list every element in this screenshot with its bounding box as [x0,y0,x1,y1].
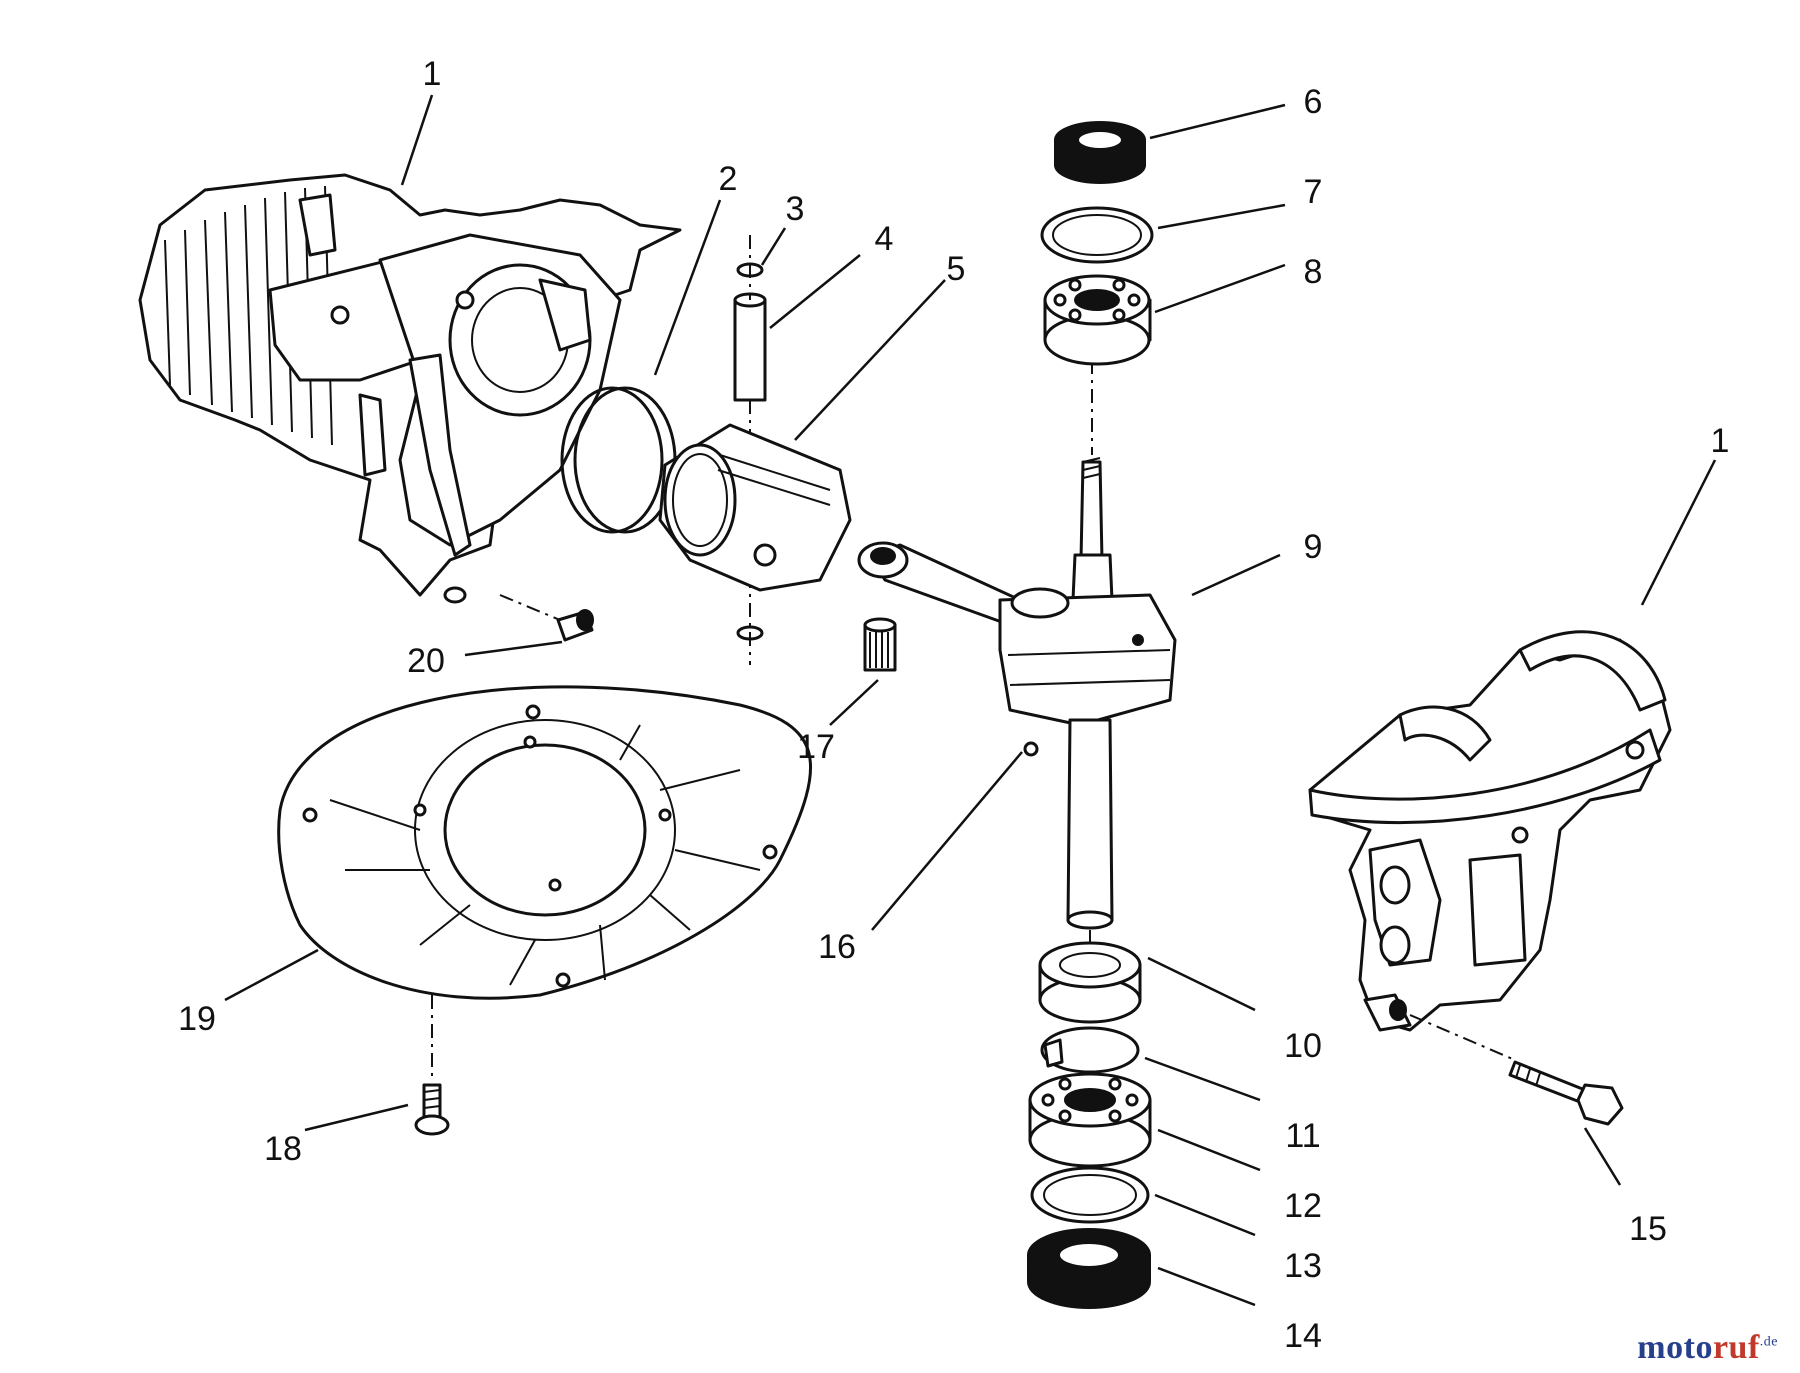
leader-7 [1157,203,1286,230]
flange-bolt [1508,1060,1624,1126]
callout-4: 4 [875,220,894,258]
callout-7: 7 [1304,173,1323,211]
retaining-ring-upper [1040,206,1154,264]
piston [658,423,852,592]
crankshaft [998,457,1177,930]
callout-1-right: 1 [1711,422,1730,460]
circlip-lower [736,625,764,641]
leader-9 [1191,553,1281,597]
callout-8: 8 [1304,253,1323,291]
leader-8 [1154,263,1286,314]
leader-3 [760,227,787,266]
leader-18 [304,1103,409,1132]
crankcase-half [1308,630,1672,1032]
callout-17: 17 [797,728,835,766]
watermark-logo: motoruf.de [1637,1329,1778,1366]
callout-18: 18 [264,1130,302,1168]
leader-16 [871,751,1023,931]
callout-15: 15 [1629,1210,1667,1248]
callout-16: 16 [818,928,856,966]
leader-2 [653,199,722,376]
spacer-sleeve [556,609,594,642]
oil-seal-middle [1038,941,1142,1024]
callout-2: 2 [719,160,738,198]
leader-6 [1149,103,1286,140]
leader-11 [1144,1056,1261,1102]
small-ball [1023,741,1039,757]
leader-14 [1157,1266,1256,1307]
callout-9: 9 [1304,528,1323,566]
needle-bearing [863,617,897,672]
callout-12: 12 [1284,1187,1322,1225]
callout-19: 19 [178,1000,216,1038]
leader-13 [1154,1193,1256,1237]
callout-1: 1 [423,55,442,93]
leader-5 [794,279,946,441]
callout-14: 14 [1284,1317,1322,1355]
leader-1 [400,94,434,186]
leader-12 [1157,1128,1261,1172]
screw [414,1083,450,1136]
leader-17 [829,679,879,726]
leader-1b [1640,459,1717,606]
oil-seal-upper [1054,121,1146,184]
oil-seal-lower [1027,1228,1151,1309]
engine-block-cylinder [138,173,682,604]
callout-labels: 1 2 3 4 5 6 7 8 9 10 11 12 13 14 15 16 1… [178,55,1729,1355]
callout-13: 13 [1284,1247,1322,1285]
callout-3: 3 [786,190,805,228]
ball-bearing-lower [1028,1072,1152,1168]
connecting-rod [857,541,1022,627]
wrist-pin [733,292,767,402]
leader-20 [464,640,563,657]
callout-11: 11 [1285,1117,1320,1155]
leader-19 [224,948,319,1002]
flywheel-plate [277,685,812,1000]
leader-10 [1147,956,1256,1012]
leader-4 [769,254,861,329]
callout-6: 6 [1304,83,1323,121]
ball-bearing-upper [1043,274,1152,366]
snap-ring [1040,1026,1140,1074]
leader-15 [1583,1127,1622,1186]
retaining-ring-lower [1030,1166,1150,1224]
callout-5: 5 [947,250,966,288]
leader-lines [224,94,1717,1307]
callout-20: 20 [407,642,445,680]
callout-10: 10 [1284,1027,1322,1065]
